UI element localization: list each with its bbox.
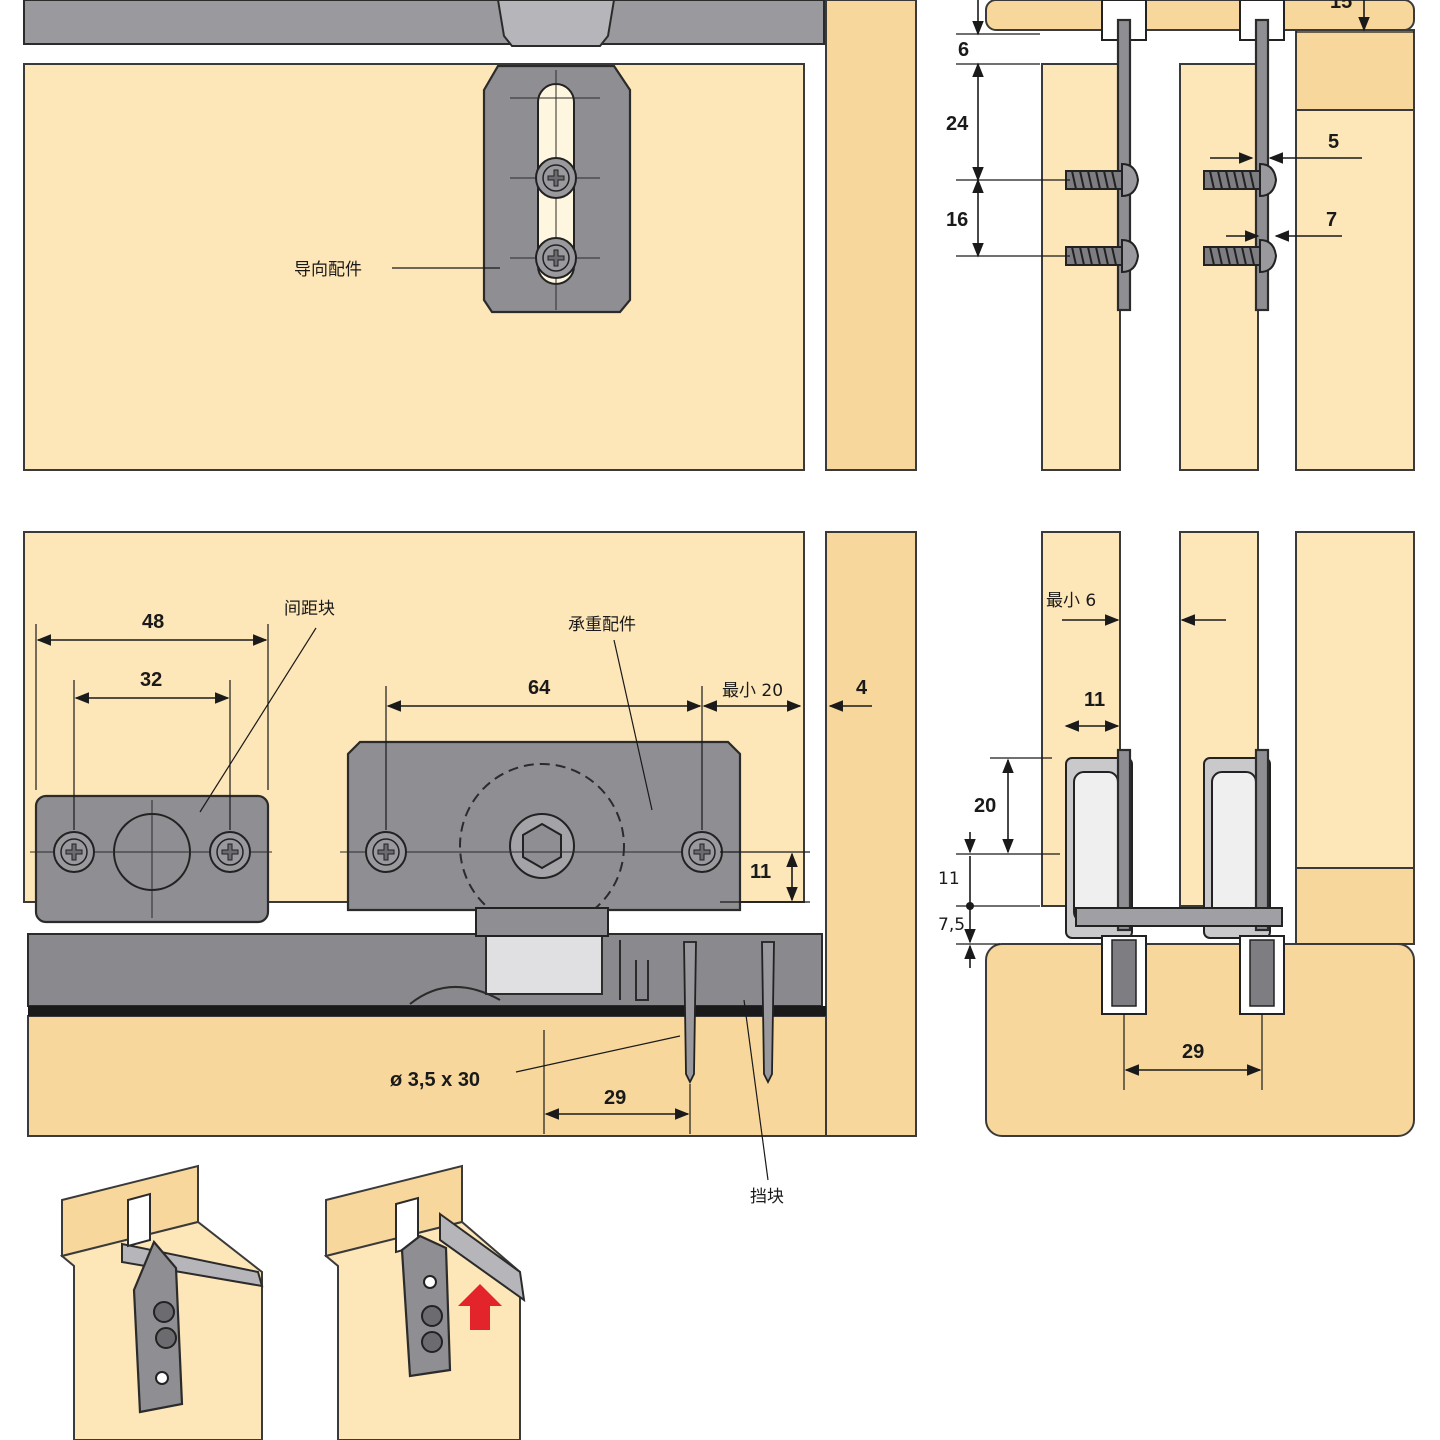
dim-min20: 最小 20: [722, 681, 783, 701]
floor-beam: [985, 943, 1415, 1137]
side-panel-right-bottom: [1295, 531, 1415, 869]
screw-icon: [761, 941, 775, 1085]
top-rail: [23, 0, 825, 45]
dim-11-horizontal: 11: [1084, 689, 1105, 711]
dim-6: 6: [958, 39, 969, 61]
dim-24: 24: [946, 113, 969, 135]
perspective-sketch-2: [323, 1164, 526, 1440]
dim-20: 20: [974, 795, 996, 817]
label-stop-block: 挡块: [750, 1187, 784, 1207]
guide-slider: [496, 0, 616, 47]
dim-min6: 最小 6: [1046, 591, 1096, 611]
label-guide-fitting: 导向配件: [294, 260, 362, 280]
dim-16: 16: [946, 209, 968, 231]
side-panel-right: [1295, 109, 1415, 471]
screw-icon: [365, 831, 407, 873]
screw-icon: [209, 831, 251, 873]
screw-icon: [683, 941, 697, 1085]
screw-icon: [535, 237, 577, 279]
bottom-right-panel: 最小 6 11 20 11 7,5 29: [938, 531, 1415, 1137]
screw-icon: [535, 157, 577, 199]
label-load-fitting: 承重配件: [568, 615, 636, 635]
dim-15: 15: [1330, 0, 1352, 13]
dim-7: 7: [1326, 209, 1337, 231]
screw-icon: [53, 831, 95, 873]
dim-4: 4: [856, 677, 868, 699]
dim-29: 29: [604, 1087, 626, 1109]
side-panel-top: [825, 0, 917, 471]
dim-48: 48: [142, 611, 164, 633]
top-right-panel: 6 24 16 5 7 15: [946, 0, 1415, 471]
bottom-left-panel: 48 32 64 最小 20 4 11 29 间距块 承重配件 ø 3,5 x …: [23, 531, 917, 1207]
dim-64: 64: [528, 677, 551, 699]
door-1-edge: [1041, 63, 1121, 471]
door-panel-top: [23, 63, 805, 471]
dim-5: 5: [1328, 131, 1339, 153]
top-beam: [985, 0, 1415, 31]
dim-11-vertical: 11: [938, 869, 960, 889]
dim-32: 32: [140, 669, 162, 691]
top-left-panel: 导向配件: [23, 0, 917, 471]
dim-29-right: 29: [1182, 1041, 1204, 1063]
label-screw-spec: ø 3,5 x 30: [390, 1069, 480, 1091]
label-spacer-block: 间距块: [284, 599, 335, 619]
side-panel-bottom: [825, 531, 917, 1137]
door-2-edge: [1179, 63, 1259, 471]
dim-11: 11: [750, 861, 771, 883]
perspective-sketch-1: [59, 1164, 264, 1440]
red-up-arrow-icon: [458, 1284, 502, 1330]
dim-7-5: 7,5: [938, 915, 965, 935]
screw-icon: [681, 831, 723, 873]
